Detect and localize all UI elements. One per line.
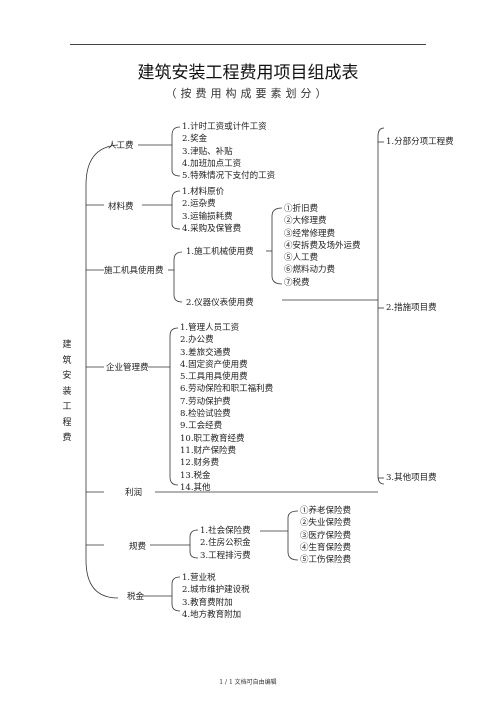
- category-material: 材料费: [108, 202, 134, 212]
- material-items: 1.材料原价 2.运杂费 3.运输损耗费 4.采购及保管费: [182, 186, 241, 235]
- list-item: 3.工程排污费: [200, 550, 251, 561]
- category-profit: 利润: [125, 488, 143, 498]
- list-item: ④安拆费及场外运费: [284, 240, 361, 251]
- regulatory-items: 1.社会保险费 2.住房公积金 3.工程排污费: [200, 525, 251, 562]
- machinery-sub1-items: ①折旧费 ②大修理费 ③经常修理费 ④安拆费及场外运费 ⑤人工费 ⑥燃料动力费 …: [284, 203, 361, 289]
- list-item: ②失业保险费: [300, 518, 352, 529]
- root-node-construction-cost: 建 筑 安 装 工 程 费: [62, 338, 72, 447]
- list-item: 1.营业税: [182, 573, 216, 583]
- list-item: 3.运输损耗费: [182, 211, 233, 222]
- list-item: 8.检验试验费: [180, 409, 231, 420]
- list-item: 1.材料原价: [182, 187, 225, 197]
- list-item: 7.劳动保护费: [180, 396, 231, 407]
- list-item: 4.固定资产使用费: [180, 359, 248, 370]
- list-item: 3.教育费附加: [182, 597, 233, 608]
- list-item: 1.社会保险费: [200, 526, 251, 536]
- category-tax: 税金: [127, 592, 145, 602]
- list-item: ⑤工伤保险费: [300, 555, 352, 566]
- list-item: 4.加班加点工资: [182, 158, 242, 169]
- list-item: ①折旧费: [284, 204, 319, 214]
- root-char: 程: [62, 417, 72, 428]
- machinery-sub2: 2.仪器仪表使用费: [186, 298, 254, 308]
- page-subtitle: （按费用构成要素划分）: [165, 87, 331, 100]
- labor-items: 1.计时工资或计件工资 2.奖金 3.津贴、补贴 4.加班加点工资 5.特殊情况…: [182, 121, 275, 182]
- right-item-other-cost: 3.其他项目费: [386, 473, 437, 483]
- list-item: 6.劳动保险和职工福利费: [180, 384, 274, 395]
- list-item: ⑦税费: [284, 277, 310, 288]
- page-footer: 1 / 1 文档可自由编辑: [219, 679, 277, 686]
- list-item: 12.财务费: [180, 458, 220, 469]
- list-item: 9.工会经费: [180, 421, 223, 432]
- list-item: 13.税金: [180, 470, 211, 481]
- management-items: 1.管理人员工资 2.办公费 3.差旅交通费 4.固定资产使用费 5.工具用具使…: [180, 322, 273, 494]
- list-item: ⑥燃料动力费: [284, 265, 336, 276]
- list-item: 1.计时工资或计件工资: [182, 122, 267, 132]
- list-item: 5.工具用具使用费: [180, 372, 248, 383]
- root-char: 建: [62, 340, 72, 350]
- list-item: 1.管理人员工资: [180, 323, 240, 333]
- list-item: ③经常修理费: [284, 228, 336, 239]
- category-machinery: 施工机具使用费: [104, 266, 164, 276]
- top-rule: [70, 44, 426, 45]
- tax-items: 1.营业税 2.城市维护建设税 3.教育费附加 4.地方教育附加: [182, 572, 250, 621]
- list-item: 3.津贴、补贴: [182, 146, 233, 157]
- right-item-subitem-cost: 1.分部分项工程费: [386, 137, 454, 147]
- root-char: 费: [62, 433, 72, 443]
- list-item: 10.职工教育经费: [180, 433, 245, 444]
- page-title: 建筑安装工程费用项目组成表: [137, 63, 359, 83]
- list-item: 14.其他: [180, 482, 211, 493]
- list-item: 2.运杂费: [182, 199, 216, 210]
- list-item: ③医疗保险费: [300, 530, 352, 541]
- list-item: 5.特殊情况下支付的工资: [182, 171, 276, 182]
- insurance-items: ①养老保险费 ②失业保险费 ③医疗保险费 ④生育保险费 ⑤工伤保险费: [300, 505, 351, 566]
- category-management: 企业管理费: [106, 363, 149, 373]
- list-item: 3.差旅交通费: [180, 347, 231, 358]
- root-char: 工: [62, 402, 72, 412]
- machinery-sub1: 1.施工机械使用费: [186, 247, 254, 257]
- root-char: 安: [62, 371, 72, 381]
- root-char: 筑: [62, 355, 72, 366]
- list-item: 4.地方教育附加: [182, 609, 242, 620]
- list-item: ④生育保险费: [300, 542, 352, 553]
- list-item: 2.奖金: [182, 134, 208, 145]
- category-regulatory: 规费: [129, 542, 147, 552]
- list-item: 2.办公费: [180, 335, 214, 346]
- right-item-measure-cost: 2.措施项目费: [386, 303, 437, 313]
- list-item: 11.财产保险费: [180, 445, 237, 456]
- list-item: 2.城市维护建设税: [182, 585, 250, 596]
- list-item: ①养老保险费: [300, 506, 352, 516]
- list-item: ②大修理费: [284, 216, 327, 227]
- list-item: 4.采购及保管费: [182, 223, 242, 234]
- root-char: 装: [62, 386, 72, 397]
- category-labor: 人工费: [108, 141, 134, 151]
- list-item: 2.住房公积金: [200, 538, 251, 549]
- list-item: ⑤人工费: [284, 253, 319, 264]
